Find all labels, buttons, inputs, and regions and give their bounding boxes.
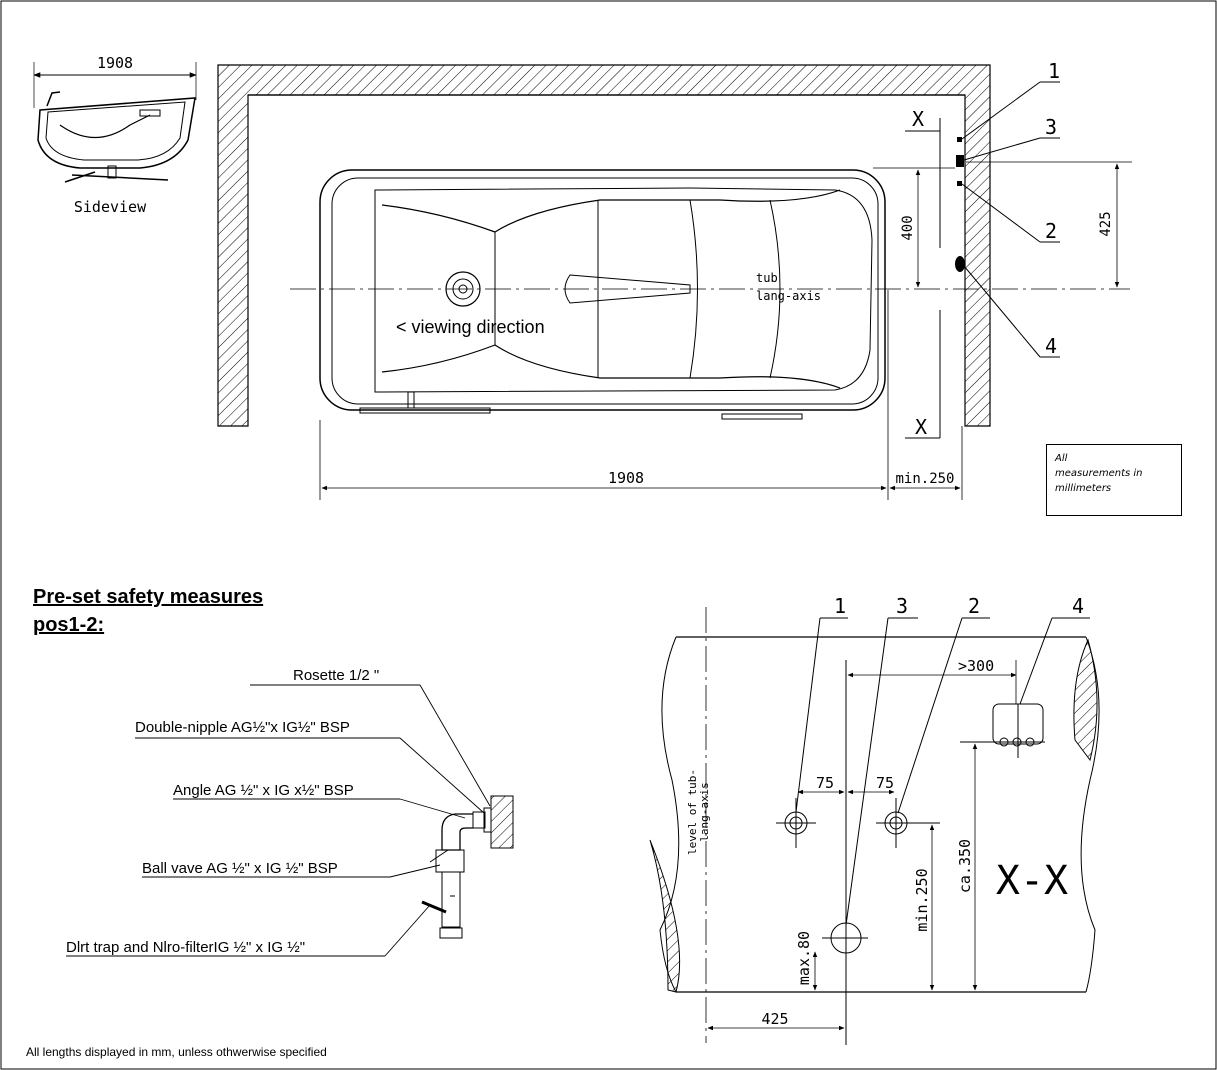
plan-length-dimension xyxy=(319,290,963,500)
level-label-2: lang-axis xyxy=(698,782,711,842)
safety-heading-sub: pos1-2: xyxy=(33,614,105,636)
wall-hatching xyxy=(217,64,991,427)
plan-callout-3: 3 xyxy=(1045,115,1057,139)
section-mark-bottom: X xyxy=(915,415,927,439)
section-callout-1: 1 xyxy=(834,594,846,618)
dim-400: 400 xyxy=(900,215,916,240)
fittings-drawing xyxy=(421,795,514,939)
footer-note: All lengths displayed in mm, unless othw… xyxy=(26,1045,327,1059)
section-callout-4: 4 xyxy=(1072,594,1084,618)
axis-label-tub: tub xyxy=(756,271,778,285)
part-ball-valve: Ball vave AG ½" x IG ½" BSP xyxy=(142,860,338,877)
section-markers xyxy=(905,118,941,439)
section-callout-2: 2 xyxy=(968,594,980,618)
section-mark-top: X xyxy=(912,107,924,131)
dim-ca350: ca.350 xyxy=(956,839,974,893)
fittings-leaders xyxy=(66,684,491,957)
section-callout-3: 3 xyxy=(896,594,908,618)
dim-425-section: 425 xyxy=(761,1010,788,1028)
plan-callout-leaders xyxy=(961,81,1060,358)
part-dirt-trap: Dlrt trap and Nlro-filterIG ½" x IG ½" xyxy=(66,939,305,956)
axis-label-lang: lang-axis xyxy=(756,289,821,303)
plan-vertical-dimensions xyxy=(873,161,1132,288)
units-note-line-2: measurements in xyxy=(1055,468,1143,479)
units-note-line-3: millimeters xyxy=(1055,483,1112,494)
viewing-direction-label: < viewing direction xyxy=(396,317,545,337)
dim-425: 425 xyxy=(1098,211,1114,236)
units-note: All measurements in millimeters xyxy=(1046,444,1182,516)
dim-min250-section: min.250 xyxy=(913,868,931,931)
sideview-drawing xyxy=(33,62,197,183)
plan-callout-2: 2 xyxy=(1045,219,1057,243)
section-dimensions xyxy=(707,660,1017,1031)
units-note-line-1: All xyxy=(1055,453,1068,464)
part-double-nipple: Double-nipple AG½"x IG½" BSP xyxy=(135,719,350,736)
dim-75-right: 75 xyxy=(876,774,894,792)
part-rosette: Rosette 1/2 " xyxy=(293,667,379,684)
sideview-caption: Sideview xyxy=(74,198,147,216)
dim-length-1908: 1908 xyxy=(608,469,644,487)
dim-max80: max.80 xyxy=(795,931,813,985)
safety-heading: Pre-set safety measures xyxy=(33,586,264,608)
dim-min300: >300 xyxy=(958,657,994,675)
plan-callout-4: 4 xyxy=(1045,334,1057,358)
level-label-1: level of tub- xyxy=(686,769,699,855)
section-title: X-X xyxy=(996,858,1068,904)
plan-callout-1: 1 xyxy=(1048,59,1060,83)
dim-min250: min.250 xyxy=(895,471,954,487)
sideview-dimension: 1908 xyxy=(97,54,133,72)
wall-connections xyxy=(955,137,965,272)
dim-75-left: 75 xyxy=(816,774,834,792)
section-xx-drawing xyxy=(649,607,1100,1045)
part-angle: Angle AG ½" x IG x½" BSP xyxy=(173,782,354,799)
bathtub-plan xyxy=(319,169,886,420)
